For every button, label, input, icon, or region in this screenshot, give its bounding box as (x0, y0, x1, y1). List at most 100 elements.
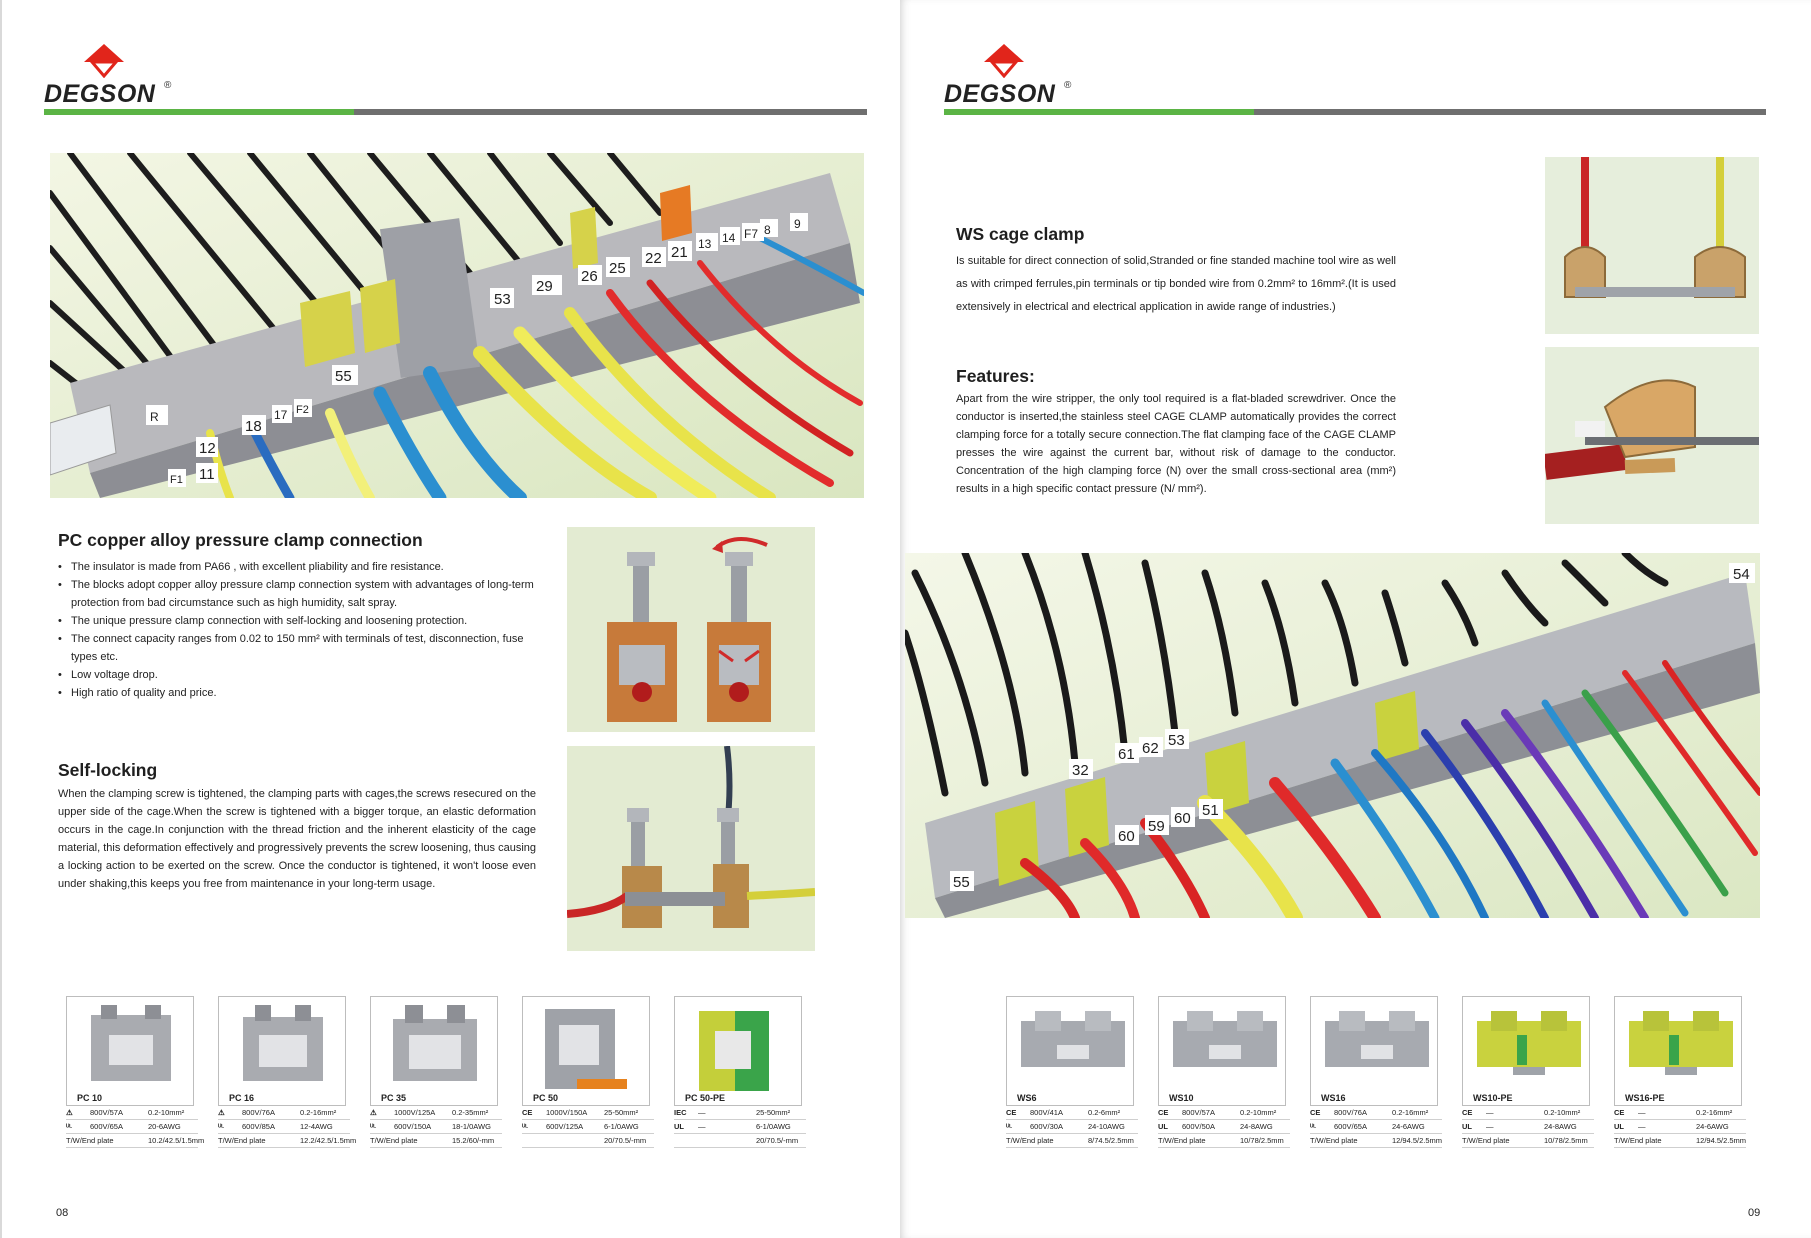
logo-reg: ® (1064, 80, 1072, 91)
features-title: Features: (956, 366, 1035, 386)
ws-section-text: Is suitable for direct connection of sol… (956, 255, 1396, 313)
spec-ul-icon: ᵁᴸ (522, 1122, 529, 1131)
spec-ul-icon: ᵁᴸ (66, 1122, 73, 1131)
spec-ul-icon: ᵁᴸ (218, 1122, 225, 1131)
header-bar (944, 109, 1766, 115)
photo-label: 54 (1733, 566, 1750, 583)
ws-section-title: WS cage clamp (956, 224, 1085, 244)
photo-label: 14 (722, 231, 736, 245)
list-item: The insulator is made from PA66 , with e… (58, 558, 534, 576)
terminal-block-icon (91, 1005, 171, 1081)
photo-label: F1 (170, 474, 183, 486)
degson-logo: DEGSON ® (944, 44, 1104, 108)
photo-label: 29 (536, 278, 553, 295)
spec-cert-icon: ⚠ (218, 1108, 225, 1117)
degson-logo: DEGSON ® (44, 44, 204, 108)
terminal-rail-photo: 53 29 26 25 22 21 13 14 F7 8 9 55 18 17 … (50, 153, 864, 498)
header-bar (44, 109, 867, 115)
photo-label: 53 (494, 291, 511, 308)
photo-label: 12 (199, 440, 216, 457)
self-locking-title: Self-locking (58, 760, 158, 780)
photo-label: R (150, 410, 159, 424)
cage-clamp-photo-1 (1545, 157, 1759, 334)
product-name: PC 10 (77, 1093, 103, 1103)
list-item: The connect capacity ranges from 0.02 to… (58, 630, 534, 666)
terminal-block-icon (1477, 1011, 1581, 1075)
product-name: PC 50-PE (685, 1093, 726, 1103)
photo-label: 60 (1174, 810, 1191, 827)
spec-ul-icon: ᵁᴸ (1006, 1122, 1013, 1131)
pc-feature-list: The insulator is made from PA66 , with e… (58, 558, 534, 702)
photo-label: 18 (245, 418, 262, 435)
ws-terminal-rail-photo: 55 32 61 62 53 60 59 60 51 54 (905, 553, 1760, 918)
self-locking-diagram (567, 746, 815, 951)
photo-label: 25 (609, 260, 626, 277)
product-ws10-pe: WS10-PE CE—0.2-10mm² UL—24-8AWG T/W/End … (1462, 996, 1594, 1148)
self-locking-text: When the clamping screw is tightened, th… (58, 788, 536, 890)
list-item: The unique pressure clamp connection wit… (58, 612, 534, 630)
product-name: PC 16 (229, 1093, 255, 1103)
photo-label: 8 (764, 223, 771, 237)
photo-label: 53 (1168, 732, 1185, 749)
terminal-block-icon (545, 1009, 627, 1089)
spec-ul-icon: ᵁᴸ (370, 1122, 377, 1131)
photo-label: 55 (953, 874, 970, 891)
photo-label: 62 (1142, 740, 1159, 757)
right-page: DEGSON ® WS cage clamp Is suitable for d… (900, 0, 1811, 1238)
spec-cert-icon: ⚠ (66, 1108, 73, 1117)
product-name: WS16 (1321, 1093, 1346, 1103)
list-item: High ratio of quality and price. (58, 684, 534, 702)
product-name: WS10 (1169, 1093, 1194, 1103)
list-item: The blocks adopt copper alloy pressure c… (58, 576, 534, 612)
photo-label: 61 (1118, 746, 1135, 763)
photo-label: 22 (645, 250, 662, 267)
terminal-block-icon (1325, 1011, 1429, 1067)
spec-cert-icon: ⚠ (370, 1108, 377, 1117)
terminal-block-icon (1173, 1011, 1277, 1067)
product-name: WS16-PE (1625, 1093, 1665, 1103)
photo-label: 51 (1202, 802, 1219, 819)
photo-label: 59 (1148, 818, 1165, 835)
terminal-block-icon (699, 1011, 769, 1091)
product-ws16-pe: WS16-PE CE—0.2-16mm² UL—24-6AWG T/W/End … (1614, 996, 1746, 1148)
logo-text: DEGSON (44, 80, 156, 108)
product-name: WS10-PE (1473, 1093, 1513, 1103)
photo-label: 17 (274, 408, 288, 422)
pc-section-title: PC copper alloy pressure clamp connectio… (58, 530, 423, 550)
photo-label: 32 (1072, 762, 1089, 779)
logo-reg: ® (164, 80, 172, 91)
photo-label: F7 (744, 227, 758, 241)
product-pc50-pe: PC 50-PE IEC—25-50mm² UL—6-1/0AWG 20/70.… (674, 996, 806, 1148)
photo-label: 26 (581, 268, 598, 285)
cage-clamp-photo-2 (1545, 347, 1759, 524)
left-page: DEGSON ® (0, 0, 900, 1238)
photo-label: 55 (335, 368, 352, 385)
terminal-block-icon (243, 1005, 323, 1081)
list-item: Low voltage drop. (58, 666, 534, 684)
photo-label: 60 (1118, 828, 1135, 845)
photo-label: 9 (794, 217, 801, 231)
degson-logo-icon (84, 44, 124, 78)
photo-label: F2 (296, 404, 309, 416)
logo-text: DEGSON (944, 80, 1056, 108)
terminal-block-icon (1021, 1011, 1125, 1067)
terminal-block-icon (393, 1005, 477, 1081)
features-text: Apart from the wire stripper, the only t… (956, 393, 1396, 495)
photo-label: 21 (671, 244, 688, 261)
spec-ul-icon: ᵁᴸ (1310, 1122, 1317, 1131)
degson-logo-icon (984, 44, 1024, 78)
page-number: 08 (56, 1207, 69, 1219)
terminal-block-icon (1629, 1011, 1733, 1075)
product-name: PC 35 (381, 1093, 407, 1103)
photo-label: 11 (199, 466, 215, 483)
photo-label: 13 (698, 237, 712, 251)
pc-clamp-diagram (567, 527, 815, 732)
product-name: PC 50 (533, 1093, 559, 1103)
